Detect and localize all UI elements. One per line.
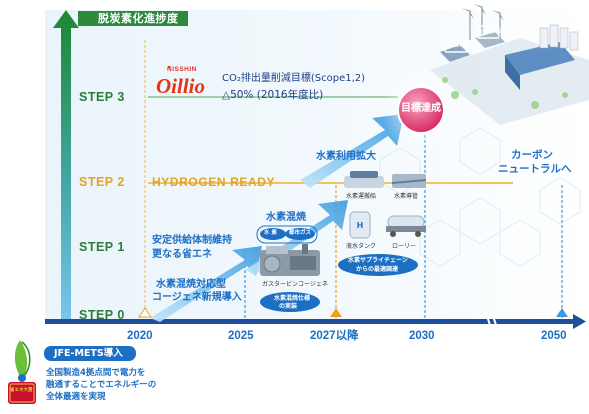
turbine-ribbon-line2: の実装 (279, 303, 298, 310)
x-axis-arrowhead (573, 314, 586, 329)
jfe-line3: 全体最適を実現 (46, 392, 106, 402)
y-axis-arrowhead (53, 10, 79, 28)
jfe-line2: 融通することでエネルギーの (46, 380, 157, 390)
stage0-line2: コージェネ新規導入 (152, 292, 242, 303)
stage1-line1: 安定供給体制維持 (152, 235, 232, 246)
facility-label-electric: ELECTRIC (448, 43, 470, 48)
supply-pipeline: 水素導管 (394, 193, 419, 200)
award-label: 省エネ大賞 (10, 388, 33, 393)
award-emblem (8, 340, 36, 404)
supply-lorry: ローリー (392, 243, 417, 250)
step-3-label: STEP 3 (79, 90, 125, 104)
turbine-ribbon-bg (260, 292, 320, 312)
target-line2: △50% (2016年度比) (222, 89, 324, 101)
neutral-line2: ニュートラルへ (498, 163, 572, 175)
step-1-label: STEP 1 (79, 240, 125, 254)
neutral-line1: カーボン (511, 149, 553, 161)
pill-citygas-bg (285, 228, 315, 240)
pill-hydrogen-bg (260, 228, 286, 240)
supply-ribbon-line1: 水素サプライチェーン (348, 257, 408, 264)
supply-ribbon-line2: からの最適調達 (356, 266, 399, 273)
year-2027: 2027以降 (310, 330, 359, 342)
supply-tank: 液水タンク (346, 243, 377, 250)
year-2020: 2020 (127, 330, 153, 342)
year-2025: 2025 (228, 330, 254, 342)
turbine-ribbon-line1: 水素混焼仕様 (274, 295, 311, 302)
jfe-line1: 全国製造4拠点間で電力を (46, 368, 146, 378)
hexagon-pattern (379, 127, 581, 267)
turbine-illustration (260, 244, 320, 276)
marker-2020 (138, 307, 152, 318)
year-2050: 2050 (541, 330, 567, 342)
stage0-line1: 水素混焼対応型 (156, 279, 226, 290)
year-2030: 2030 (409, 330, 435, 342)
expand-label: 水素利用拡大 (316, 151, 376, 162)
jfe-title: JFE-METS導入 (54, 348, 123, 359)
arrow-stage-3 (300, 114, 404, 188)
arrow-stage-1 (150, 246, 262, 322)
supply-ship: 水素運搬船 (346, 193, 377, 200)
goal-label: 目標達成 (401, 103, 441, 114)
hydrogen-ready-label: HYDROGEN READY (152, 175, 276, 189)
logo-nisshin: NISSHIN (167, 66, 197, 73)
y-axis-title: 脱炭素化進捗度 (98, 12, 179, 25)
facility-illustration (430, 1, 589, 125)
step3-guide (148, 96, 398, 98)
svg-text:H: H (357, 221, 364, 230)
step2-guide (148, 182, 513, 184)
marker-2050 (556, 308, 568, 317)
step-0-label: STEP 0 (79, 308, 125, 322)
stage1-line2: 更なる省エネ (152, 249, 212, 260)
axis-break (486, 315, 498, 329)
supply-illustrations: H (344, 171, 427, 239)
jfe-badge-bg (44, 346, 136, 361)
marker-2027 (330, 308, 342, 317)
x-axis-bar (45, 319, 575, 324)
supply-ribbon-bg (338, 254, 418, 276)
facility-label-hydrogen: HYDROGEN (479, 29, 505, 34)
pill-group-frame (256, 225, 318, 244)
y-axis-bar (61, 26, 71, 322)
step-2-label: STEP 2 (79, 175, 125, 189)
target-line1: CO₂排出量削減目標(Scope1,2) (222, 73, 366, 84)
goal-circle (397, 86, 445, 134)
mixing-title: 水素混焼 (266, 212, 306, 223)
turbine-caption: ガスタービンコージェネ (262, 281, 328, 288)
pill-citygas: 都市ガス (289, 230, 312, 236)
logo-oillio: Oillio (156, 74, 206, 98)
y-axis-title-bg (78, 11, 188, 26)
pill-hydrogen: 水 素 (264, 230, 277, 236)
